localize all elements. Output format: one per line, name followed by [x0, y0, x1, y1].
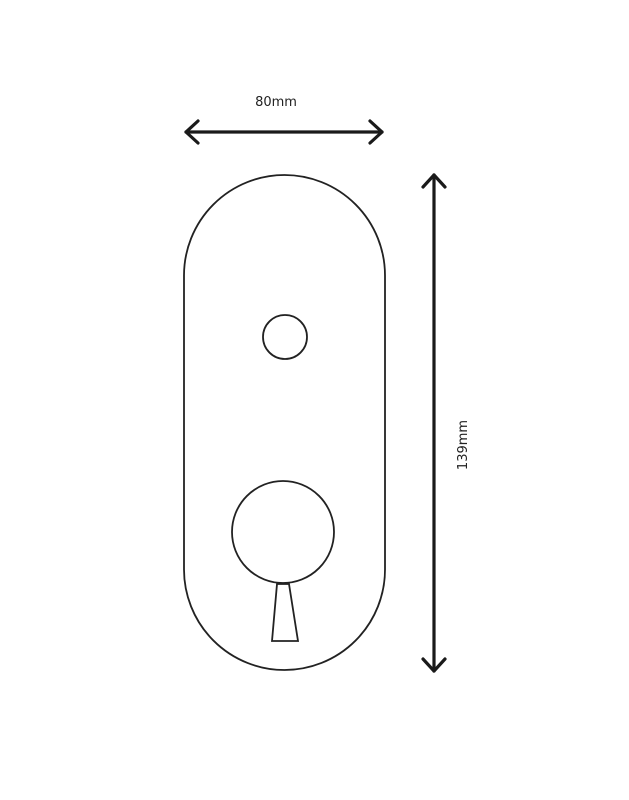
- diverter-button: [262, 314, 308, 360]
- mixer-handle-hub: [231, 480, 335, 584]
- height-label: 139mm: [456, 420, 471, 470]
- mixer-lever: [271, 583, 300, 642]
- plate-outline: [183, 174, 386, 671]
- width-dimension: 80mm: [184, 95, 384, 145]
- cover-plate: [183, 174, 386, 671]
- height-dimension: 139mm: [421, 173, 471, 673]
- height-arrow: [421, 173, 447, 673]
- width-label: 80mm: [255, 95, 297, 110]
- width-arrow: [184, 119, 384, 145]
